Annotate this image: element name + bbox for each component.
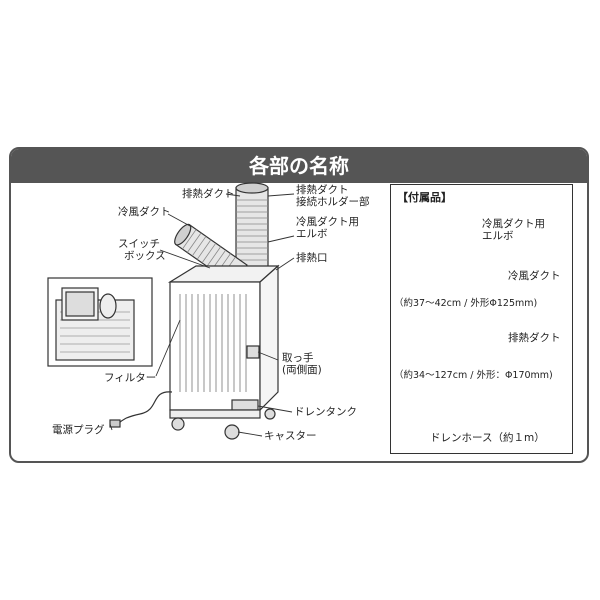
label-handle-2: (両側面) — [282, 364, 322, 376]
handle-shape — [246, 345, 260, 359]
label-filter: フィルター — [104, 372, 157, 384]
label-drain-tank: ドレンタンク — [294, 406, 357, 418]
caster-front — [224, 424, 240, 440]
acc-label-elbow-1: 冷風ダクト用 — [482, 218, 545, 230]
acc-label-elbow-2: エルボ — [482, 230, 514, 242]
caster-left — [171, 417, 185, 431]
unit-body-front — [169, 281, 261, 411]
acc-label-exhaust-duct: 排熱ダクト — [508, 332, 561, 344]
label-exhaust-duct-holder-1: 排熱ダクト — [296, 184, 349, 196]
drain-tank-shape — [231, 399, 259, 411]
label-power-plug: 電源プラグ — [52, 424, 105, 436]
power-plug-shape — [109, 419, 121, 428]
label-exhaust-duct: 排熱ダクト — [182, 188, 235, 200]
power-cord — [117, 391, 173, 425]
acc-label-drain-hose: ドレンホース（約１m） — [430, 432, 545, 444]
unit-body-side — [259, 264, 279, 412]
label-caster: キャスター — [264, 430, 317, 442]
label-cold-air-duct-elbow-1: 冷風ダクト用 — [296, 216, 359, 228]
acc-label-cold-duct: 冷風ダクト — [508, 270, 561, 282]
label-switch-box-1: スイッチ — [118, 238, 160, 250]
accessories-box: 【付属品】 — [390, 184, 573, 454]
section-title: 各部の名称 — [11, 149, 587, 183]
acc-label-exhaust-duct-size: （約34〜127cm / 外形：Φ170mm) — [394, 370, 553, 381]
accessories-heading: 【付属品】 — [397, 191, 452, 204]
caster-back — [264, 408, 276, 420]
acc-label-cold-duct-size: （約37〜42cm / 外形Φ125mm) — [394, 298, 538, 309]
label-cold-air-duct-elbow-2: エルボ — [296, 228, 328, 240]
label-exhaust-port: 排熱口 — [296, 252, 328, 264]
label-switch-box-2: ボックス — [124, 250, 166, 262]
label-handle-1: 取っ手 — [282, 352, 314, 364]
label-cold-air-duct: 冷風ダクト — [118, 206, 171, 218]
label-exhaust-duct-holder-2: 接続ホルダー部 — [296, 196, 370, 208]
